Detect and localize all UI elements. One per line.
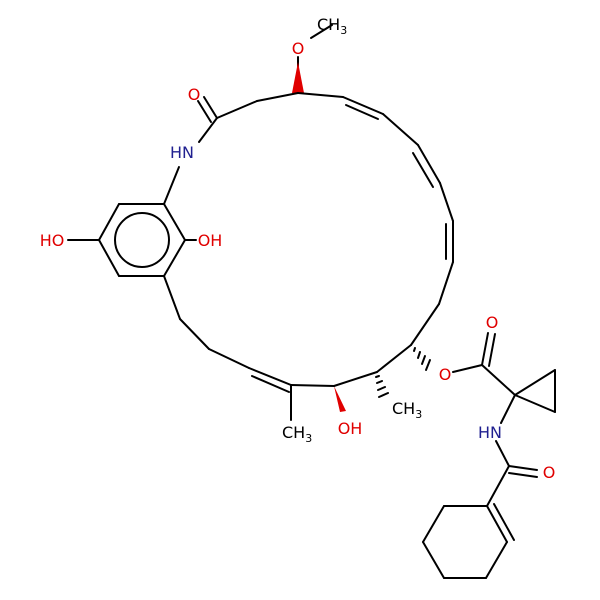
lactam-nh-label: HN [170,143,194,162]
hydroxyl-left-label: HO [40,231,65,250]
ester-carbonyl-oxygen-label: O [486,313,499,332]
amide-oxygen-label: O [543,463,556,482]
hashed-bond [375,375,389,398]
lactam-carbonyl-oxygen-label: O [188,85,201,104]
wedge-bond [292,62,304,93]
methoxy-oxygen-label: O [292,39,305,58]
wedge-bond [334,386,346,412]
hydroxyl-ring-label: OH [198,231,223,250]
amide-nh-label: HN [478,423,502,442]
aromatic-circle [114,212,170,268]
hashed-bond [413,347,431,371]
bond-layer [67,24,556,579]
methyl-label-left: CH3 [282,423,312,445]
methyl-label-right: CH3 [392,399,422,421]
hydroxyl-bottom-label: OH [338,419,363,438]
atom-label-layer: CH3 O O HN HO OH OH CH3 CH3 O O HN O [40,15,556,482]
methyl-label-top: CH3 [317,15,347,37]
ester-oxygen-label: O [439,365,452,384]
